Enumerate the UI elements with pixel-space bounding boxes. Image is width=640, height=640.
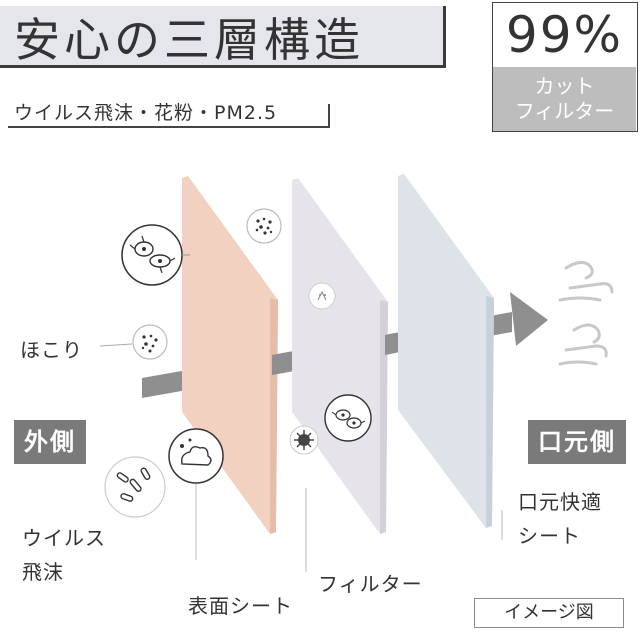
comfort-sheet-label-line2: シート <box>518 524 581 548</box>
dust-icon <box>132 324 168 360</box>
cut-filter-badge: 99% カット フィルター <box>492 2 638 132</box>
badge-caption-line2: フィルター <box>514 99 615 123</box>
arrow-segment-4 <box>490 312 512 336</box>
bacteria-icon <box>121 224 183 286</box>
droplet-icon <box>168 428 224 484</box>
virus-droplets-icon <box>104 456 166 518</box>
filter-layer <box>292 178 388 534</box>
filter-label: フィルター <box>318 572 423 596</box>
mouth-side-badge: 口元側 <box>528 420 626 464</box>
dust-label: ほこり <box>20 338 83 362</box>
comfort-sheet-layer <box>398 174 494 528</box>
arrow-segment-over-filter <box>385 332 400 355</box>
image-note-badge: イメージ図 <box>474 598 624 628</box>
surface-sheet-edge <box>270 298 278 534</box>
filter-edge <box>380 300 388 534</box>
pollen-icon <box>308 282 336 310</box>
filter-face <box>292 178 388 534</box>
virus-label-line1: ウイルス <box>22 526 106 550</box>
badge-caption: カット フィルター <box>493 67 636 131</box>
subtitle: ウイルス飛沫・花粉・PM2.5 <box>14 102 278 124</box>
dust-particles-icon <box>246 208 282 244</box>
badge-percent: 99% <box>505 6 624 64</box>
outside-badge: 外側 <box>14 420 86 464</box>
dust-leader <box>99 343 133 347</box>
comfort-sheet-edge <box>486 296 494 528</box>
comfort-sheet-face <box>398 174 494 528</box>
subtitle-underline <box>8 126 330 128</box>
page-title: 安心の三層構造 <box>14 13 364 67</box>
subtitle-underline-end <box>328 104 330 128</box>
surface-sheet-label: 表面シート <box>188 594 293 618</box>
arrow-head <box>510 292 548 346</box>
microbe-icon <box>324 394 372 442</box>
virus-icon <box>289 425 319 455</box>
title-banner: 安心の三層構造 <box>0 6 446 68</box>
badge-caption-line1: カット <box>534 74 595 98</box>
virus-label-line2: 飛沫 <box>22 560 64 584</box>
wind-icon <box>558 261 614 366</box>
comfort-sheet-label-line1: 口元快適 <box>518 490 602 514</box>
